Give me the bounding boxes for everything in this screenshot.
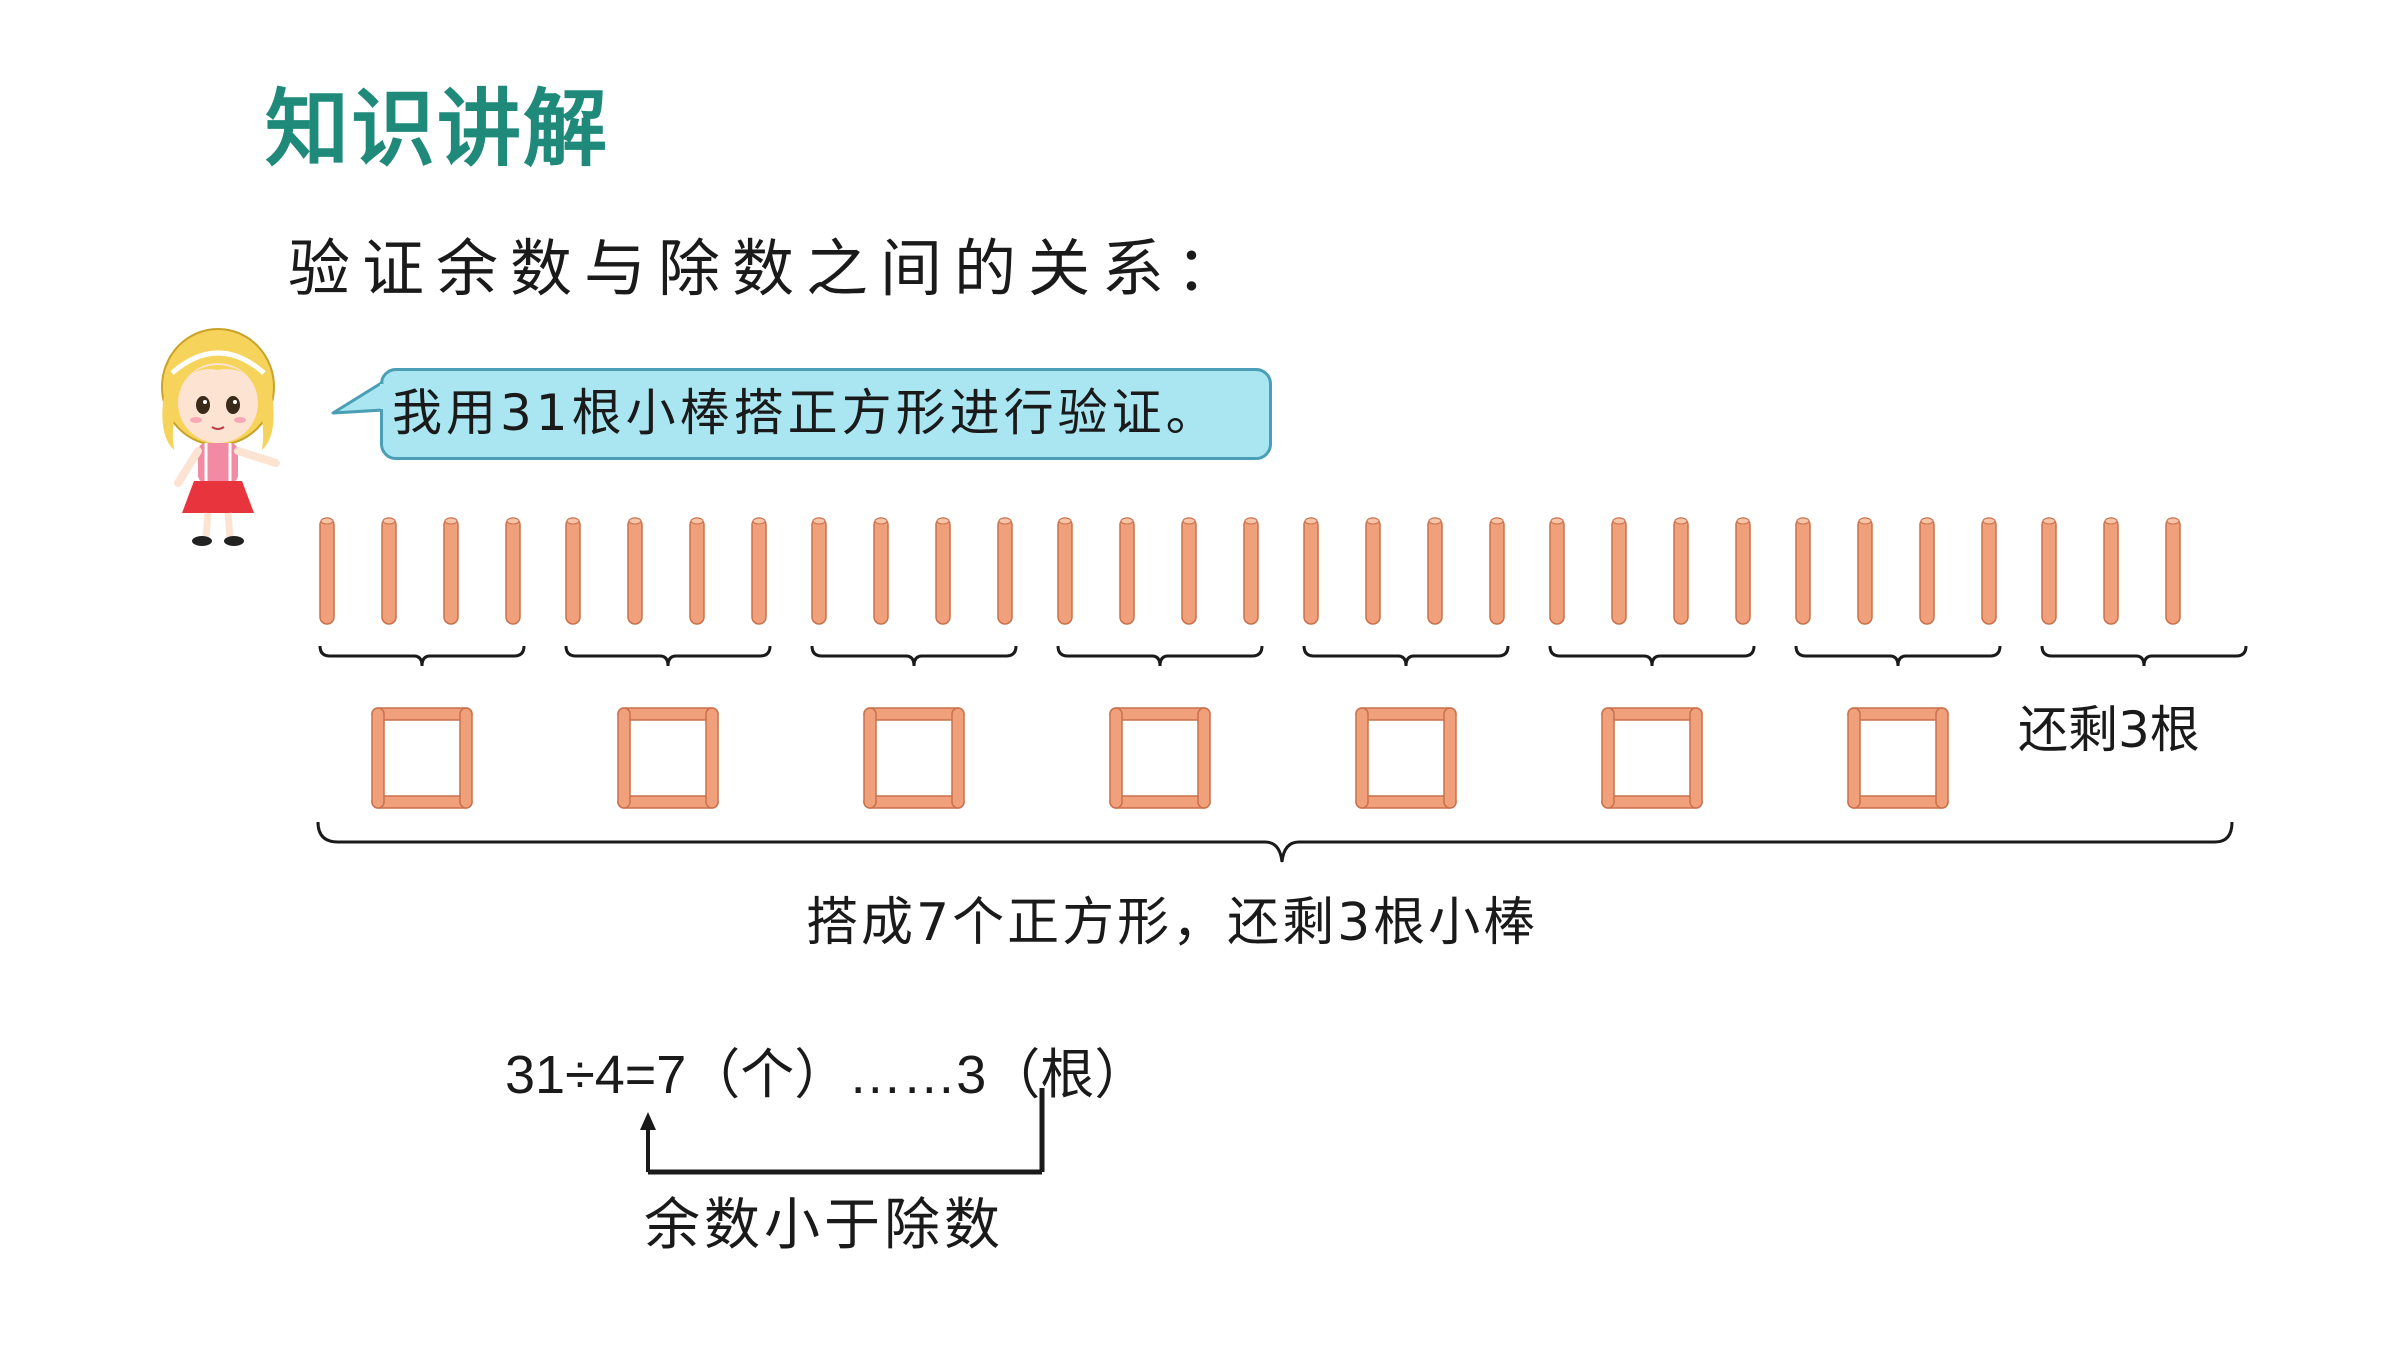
group-braces — [318, 645, 2248, 667]
stick — [1119, 517, 1135, 625]
stick — [811, 517, 827, 625]
leftover-label: 还剩3根 — [2018, 701, 2200, 759]
stick — [1365, 517, 1381, 625]
girl-illustration — [161, 328, 280, 546]
group-brace — [1302, 645, 1510, 667]
stick — [751, 517, 767, 625]
stick-square — [863, 707, 965, 809]
stick — [1181, 517, 1197, 625]
stick — [997, 517, 1013, 625]
note-label: 余数小于除数 — [644, 1193, 1004, 1258]
stick-square — [371, 707, 473, 809]
stick — [935, 517, 951, 625]
stick — [1489, 517, 1505, 625]
group-brace — [2040, 645, 2248, 667]
stick — [1611, 517, 1627, 625]
stick — [1795, 517, 1811, 625]
group-brace — [1056, 645, 1264, 667]
section-title: 知识讲解 — [265, 80, 610, 178]
speech-bubble-tail — [331, 380, 386, 415]
group-brace — [1794, 645, 2002, 667]
stick — [1057, 517, 1073, 625]
speech-bubble-text: 我用31根小棒搭正方形进行验证。 — [392, 384, 1220, 442]
group-brace — [810, 645, 1018, 667]
stick-square — [1355, 707, 1457, 809]
stick — [565, 517, 581, 625]
stick — [1427, 517, 1443, 625]
stick — [505, 517, 521, 625]
stick — [2103, 517, 2119, 625]
stick — [1549, 517, 1565, 625]
stick — [1303, 517, 1319, 625]
total-brace — [316, 821, 2234, 863]
stick — [2165, 517, 2181, 625]
squares-row — [371, 707, 1949, 809]
remainder-arrow — [640, 1088, 1045, 1175]
summary-label: 搭成7个正方形，还剩3根小棒 — [806, 893, 1539, 953]
subtitle: 验证余数与除数之间的关系： — [288, 232, 1251, 305]
stick — [1857, 517, 1873, 625]
stick — [873, 517, 889, 625]
stick — [689, 517, 705, 625]
stick — [1919, 517, 1935, 625]
division-equation: 31÷4=7（个）……3（根） — [505, 1045, 1149, 1105]
stick — [1735, 517, 1751, 625]
group-brace — [564, 645, 772, 667]
group-brace — [318, 645, 526, 667]
stick — [1243, 517, 1259, 625]
group-brace — [1548, 645, 1756, 667]
stick — [1981, 517, 1997, 625]
stick-square — [617, 707, 719, 809]
stick — [319, 517, 335, 625]
sticks-row — [319, 517, 2181, 625]
stick-square — [1601, 707, 1703, 809]
speech-bubble — [380, 368, 1272, 460]
stick — [1673, 517, 1689, 625]
stick — [627, 517, 643, 625]
stick-square — [1847, 707, 1949, 809]
stick — [381, 517, 397, 625]
stick — [2041, 517, 2057, 625]
stick — [443, 517, 459, 625]
stick-square — [1109, 707, 1211, 809]
